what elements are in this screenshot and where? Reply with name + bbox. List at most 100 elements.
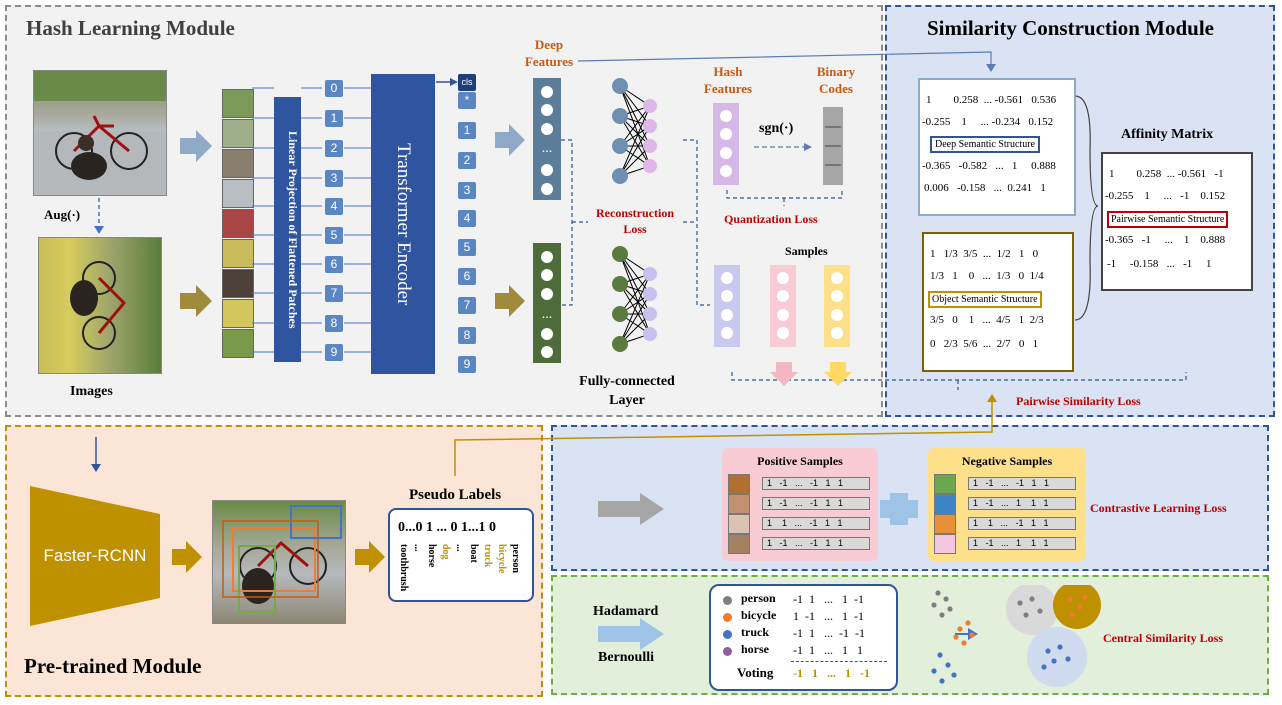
embedding-point bbox=[939, 612, 945, 618]
class-hash-code: -1 1 ... -1 -1 bbox=[793, 626, 865, 640]
fc-node bbox=[643, 99, 657, 113]
fc-node bbox=[643, 287, 657, 301]
class-color-dot bbox=[723, 613, 732, 622]
sample-thumbnail bbox=[728, 494, 750, 514]
fc-edge bbox=[619, 85, 651, 147]
class-name: bicycle bbox=[741, 608, 777, 622]
class-hash-code: 1 -1 ... 1 -1 bbox=[793, 609, 864, 623]
fc-node bbox=[612, 78, 628, 94]
pseudo-word: person bbox=[510, 544, 521, 573]
transformer-encoder-label: Transformer Encoder bbox=[393, 142, 414, 306]
samples-label: Samples bbox=[785, 244, 828, 258]
output-token: 5 bbox=[458, 239, 476, 256]
fc-node bbox=[643, 139, 657, 153]
input-token: 9 bbox=[325, 344, 343, 361]
object-semantic-matrix: 1 1/3 3/5 ... 1/2 1 0 1/3 1 0 ... 1/3 0 … bbox=[922, 232, 1074, 372]
faster-rcnn-shape bbox=[30, 486, 160, 626]
class-name: person bbox=[741, 591, 776, 605]
embedding-point bbox=[931, 602, 937, 608]
fc-node bbox=[643, 267, 657, 281]
bernoulli-label: Bernoulli bbox=[598, 650, 655, 665]
hash-feature-vector bbox=[713, 103, 739, 185]
voting-separator bbox=[791, 661, 887, 662]
positive-samples-title: Positive Samples bbox=[757, 454, 843, 468]
class-name: horse bbox=[741, 642, 769, 656]
affinity-row-1: 1 0.258 ... -0.561 -1 bbox=[1109, 168, 1224, 180]
affinity-matrix-title: Affinity Matrix bbox=[1121, 127, 1214, 142]
embedding-point bbox=[935, 590, 941, 596]
sample-thumbnail bbox=[728, 534, 750, 554]
fc-node bbox=[643, 119, 657, 133]
affinity-row-3: -0.365 -1 ... 1 0.888 bbox=[1105, 234, 1226, 246]
sample-code-bar: 1 -1 ... -1 1 1 bbox=[762, 537, 870, 550]
images-label: Images bbox=[70, 384, 113, 399]
fc-node bbox=[612, 336, 628, 352]
output-token: * bbox=[458, 92, 476, 109]
linear-projection-block bbox=[274, 97, 301, 362]
input-token: 8 bbox=[325, 315, 343, 332]
class-color-dot bbox=[723, 596, 732, 605]
deep-row-4: 0.006 -0.158 ... 0.241 1 bbox=[924, 182, 1046, 194]
input-token: 0 bbox=[325, 80, 343, 97]
binary-code-vector bbox=[823, 107, 843, 185]
deep-semantic-title: Deep Semantic Structure bbox=[930, 136, 1040, 153]
pretrained-module-title: Pre-trained Module bbox=[24, 654, 202, 678]
affinity-matrix: 1 0.258 ... -0.561 -1 -0.255 1 ... -1 0.… bbox=[1101, 152, 1253, 291]
sample-thumbnail bbox=[728, 514, 750, 534]
embedding-point bbox=[1077, 604, 1083, 610]
hadamard-label: Hadamard bbox=[593, 604, 659, 619]
svg-text:...: ... bbox=[542, 307, 553, 322]
central-panel bbox=[551, 575, 1269, 695]
cls-token: cls bbox=[458, 74, 476, 91]
svg-text:...: ... bbox=[542, 141, 553, 156]
fc-node bbox=[643, 307, 657, 321]
aug-label: Aug(·) bbox=[44, 207, 81, 222]
pseudo-word: ... bbox=[454, 544, 465, 552]
sample-thumbnail bbox=[934, 534, 956, 554]
input-token: 4 bbox=[325, 198, 343, 215]
fc-node bbox=[612, 276, 628, 292]
sample-code-bar: 1 -1 ... 1 1 1 bbox=[968, 497, 1076, 510]
contrastive-panel bbox=[551, 425, 1269, 571]
class-color-dot bbox=[723, 630, 732, 639]
class-color-dot bbox=[723, 647, 732, 656]
pseudo-labels-box: 0...0 1 ... 0 1...1 0 toothbrush...horse… bbox=[388, 508, 534, 602]
input-token: 3 bbox=[325, 170, 343, 187]
sample-vectors bbox=[714, 265, 850, 347]
pseudo-labels-title: Pseudo Labels bbox=[409, 487, 502, 503]
pseudo-word: bicycle bbox=[496, 544, 507, 574]
sample-code-bar: 1 1 ... -1 1 1 bbox=[762, 517, 870, 530]
hash-module-title: Hash Learning Module bbox=[26, 16, 235, 40]
hash-features-label: Hash Features bbox=[703, 64, 753, 96]
embedding-point bbox=[931, 668, 937, 674]
input-token: 5 bbox=[325, 227, 343, 244]
negative-samples-title: Negative Samples bbox=[961, 454, 1053, 468]
faster-rcnn-label: Faster-RCNN bbox=[43, 546, 147, 565]
embedding-point bbox=[1069, 612, 1075, 618]
contrastive-loss-label: Contrastive Learning Loss bbox=[1090, 501, 1227, 515]
embedding-point bbox=[939, 678, 945, 684]
output-token: 6 bbox=[458, 268, 476, 285]
output-token: 2 bbox=[458, 152, 476, 169]
central-loss-label: Central Similarity Loss bbox=[1103, 631, 1223, 645]
embedding-point bbox=[943, 596, 949, 602]
embedding-point bbox=[1029, 596, 1035, 602]
input-token: 6 bbox=[325, 256, 343, 273]
patch-strip bbox=[222, 89, 254, 373]
object-semantic-title: Object Semantic Structure bbox=[928, 291, 1042, 308]
linear-projection-label: Linear Projection of Flattened Patches bbox=[286, 131, 300, 329]
fc-edge bbox=[619, 253, 651, 315]
embedding-point bbox=[1045, 648, 1051, 654]
quantization-loss-label: Quantization Loss bbox=[724, 212, 818, 226]
fc-node bbox=[612, 168, 628, 184]
sample-thumbnail bbox=[934, 514, 956, 534]
fc-layer-label: Fully-connected Layer bbox=[579, 374, 675, 408]
output-token: 3 bbox=[458, 182, 476, 199]
fully-connected-networks bbox=[612, 78, 657, 352]
sample-code-bar: 1 -1 ... -1 1 1 bbox=[762, 477, 870, 490]
sample-code-bar: 1 -1 ... 1 1 1 bbox=[968, 537, 1076, 550]
embedding-point bbox=[937, 652, 943, 658]
